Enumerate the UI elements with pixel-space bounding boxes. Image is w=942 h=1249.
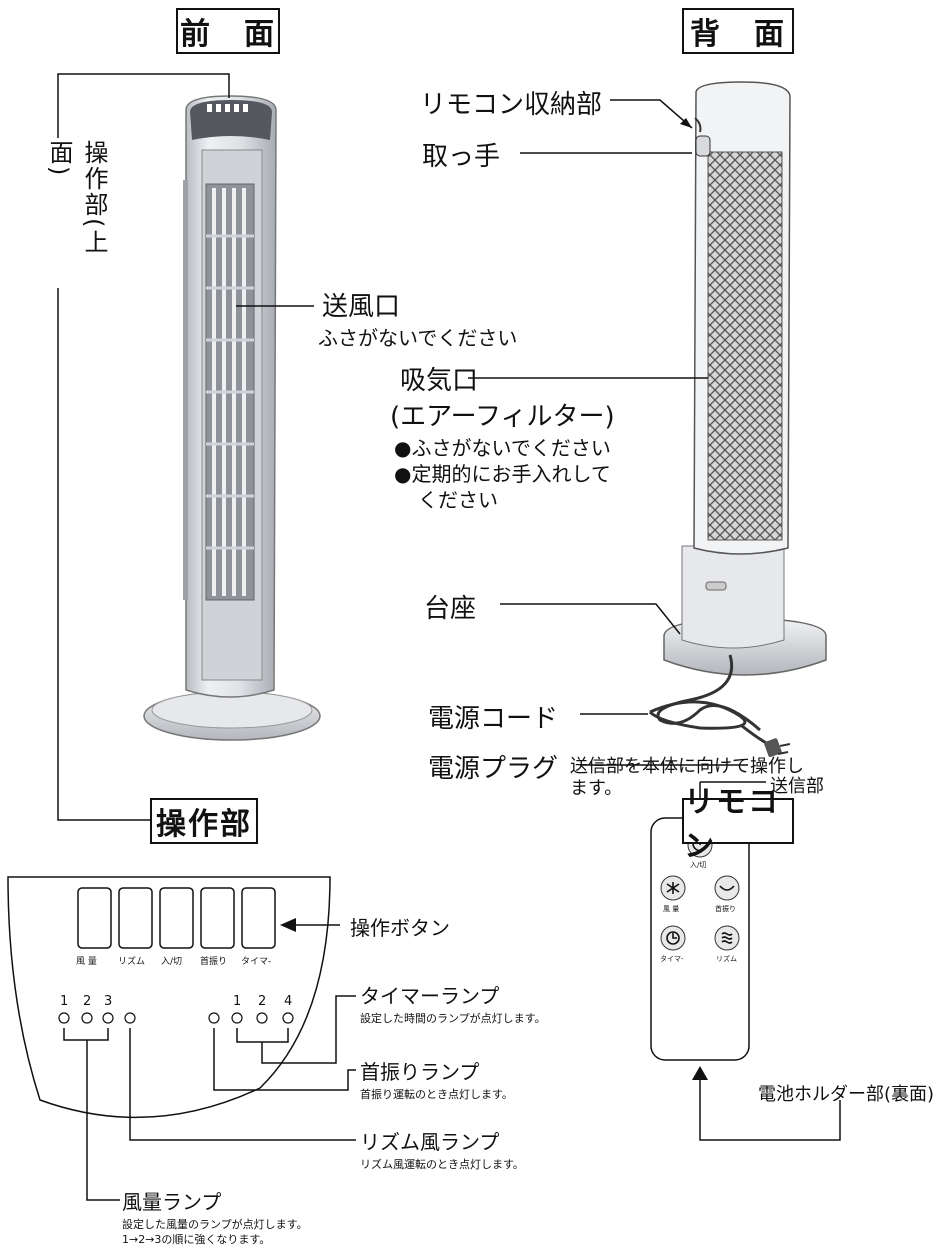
fan-num-2: 2 (83, 994, 92, 1009)
remote-timer-label: タイマ- (660, 955, 684, 963)
panel-button-label-timer: タイマ- (241, 957, 272, 967)
panel-button-label-fan: 風 量 (76, 957, 97, 967)
base-label: 台座 (424, 594, 477, 624)
timer-num-4: 4 (284, 994, 293, 1009)
fan-num-3: 3 (104, 994, 113, 1009)
panel-button-label-rhythm: リズム (118, 957, 146, 967)
intake-label: 吸気口 (400, 366, 479, 396)
intake-note-3: ください (418, 488, 498, 512)
front-title: 前 面 (176, 8, 280, 54)
swing-lamp-label: 首振りランプ (360, 1060, 480, 1084)
remote-fan-label: 風 量 (663, 905, 680, 913)
remote-swing-label: 首振り (715, 905, 736, 913)
fan-lamp-label: 風量ランプ (122, 1190, 222, 1214)
intake-sub-label: (エアーフィルター) (390, 402, 615, 432)
panel-button-label-swing: 首振り (200, 957, 228, 967)
timer-num-2: 2 (258, 994, 267, 1009)
timer-lamp-label: タイマーランプ (360, 984, 500, 1008)
control-top-label: 操作部(上面) (45, 140, 108, 256)
battery-holder-label: 電池ホルダー部(裏面) (758, 1084, 935, 1105)
front-tower-illustration (143, 95, 321, 741)
fan-lamp-note-1: 設定した風量のランプが点灯します。 (122, 1218, 308, 1231)
remote-instruction-2: ます。 (570, 778, 623, 799)
rhythm-lamp-note: リズム風運転のとき点灯します。 (360, 1158, 524, 1171)
fan-lamp-note-2: 1→2→3の順に強くなります。 (122, 1233, 271, 1246)
panel-title: 操作部 (150, 798, 258, 844)
handle-label: 取っ手 (422, 142, 501, 172)
remote-storage-label: リモコン収納部 (420, 90, 603, 120)
timer-num-1: 1 (233, 994, 242, 1009)
swing-lamp-note: 首振り運転のとき点灯します。 (360, 1088, 513, 1101)
remote-power-label: 入/切 (690, 861, 707, 869)
fan-num-1: 1 (60, 994, 69, 1009)
rhythm-lamp-label: リズム風ランプ (360, 1130, 500, 1154)
back-title: 背 面 (682, 8, 794, 54)
remote-instruction-1: 送信部を本体に向けて操作し (570, 756, 804, 777)
outlet-label: 送風口 (322, 292, 401, 322)
panel-lamps (58, 1012, 294, 1024)
back-tower-illustration (648, 81, 827, 758)
plug-label: 電源プラグ (428, 754, 559, 784)
remote-title: リモコン (682, 785, 794, 864)
buttons-label: 操作ボタン (350, 916, 450, 940)
control-panel-outline (7, 876, 331, 1119)
timer-lamp-note: 設定した時間のランプが点灯します。 (360, 1012, 546, 1025)
cord-label: 電源コード (428, 704, 559, 734)
intake-note-2: ●定期的にお手入れして (394, 462, 611, 486)
transmitter-label: 送信部 (770, 776, 824, 797)
remote-rhythm-label: リズム (716, 955, 737, 963)
panel-button-label-power: 入/切 (161, 957, 183, 967)
intake-note-1: ●ふさがないでください (394, 436, 611, 460)
outlet-note: ふさがないでください (318, 326, 518, 350)
